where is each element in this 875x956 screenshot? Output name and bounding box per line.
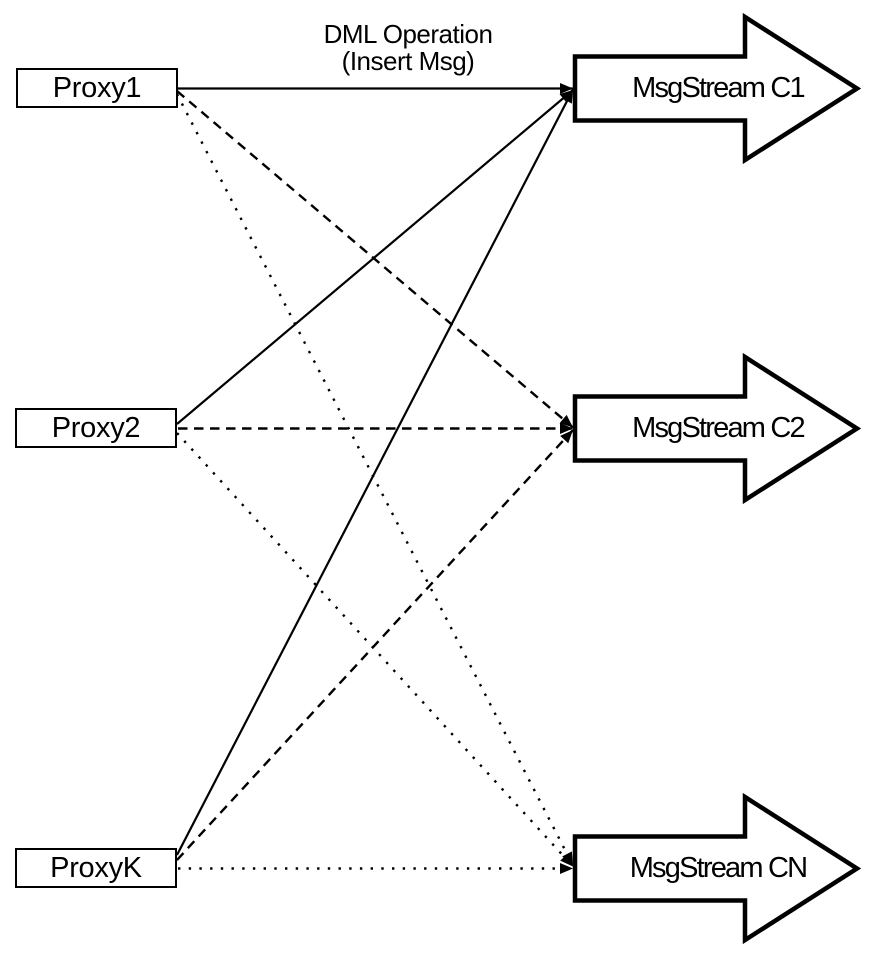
proxy2-node: Proxy2 <box>15 408 177 448</box>
edge-proxyk-to-c1 <box>176 88 574 856</box>
edge-proxy2-to-c1 <box>176 89 574 425</box>
stream-arrow-shape-c1 <box>572 12 862 165</box>
edge-proxyk-to-c2 <box>176 429 574 861</box>
edge-proxy2-to-cn <box>176 432 574 868</box>
dml-operation-label-line2: (Insert Msg) <box>341 46 475 76</box>
stream-arrow-shape-cn <box>572 792 862 945</box>
proxyk-node: ProxyK <box>15 848 177 888</box>
edges-group <box>175 83 575 874</box>
edge-proxy1-to-cn <box>175 93 575 867</box>
stream-arrows-group <box>572 12 862 945</box>
stream-arrow-shape-c2 <box>572 352 862 505</box>
dml-operation-label-line1: DML Operation <box>323 19 493 49</box>
dml-operation-label: DML Operation (Insert Msg) <box>283 21 533 75</box>
edge-proxy1-to-c2 <box>176 90 574 429</box>
proxy2-label: Proxy2 <box>51 411 141 444</box>
proxy1-node: Proxy1 <box>16 68 178 108</box>
proxy1-label: Proxy1 <box>52 71 142 104</box>
proxyk-label: ProxyK <box>50 851 142 884</box>
